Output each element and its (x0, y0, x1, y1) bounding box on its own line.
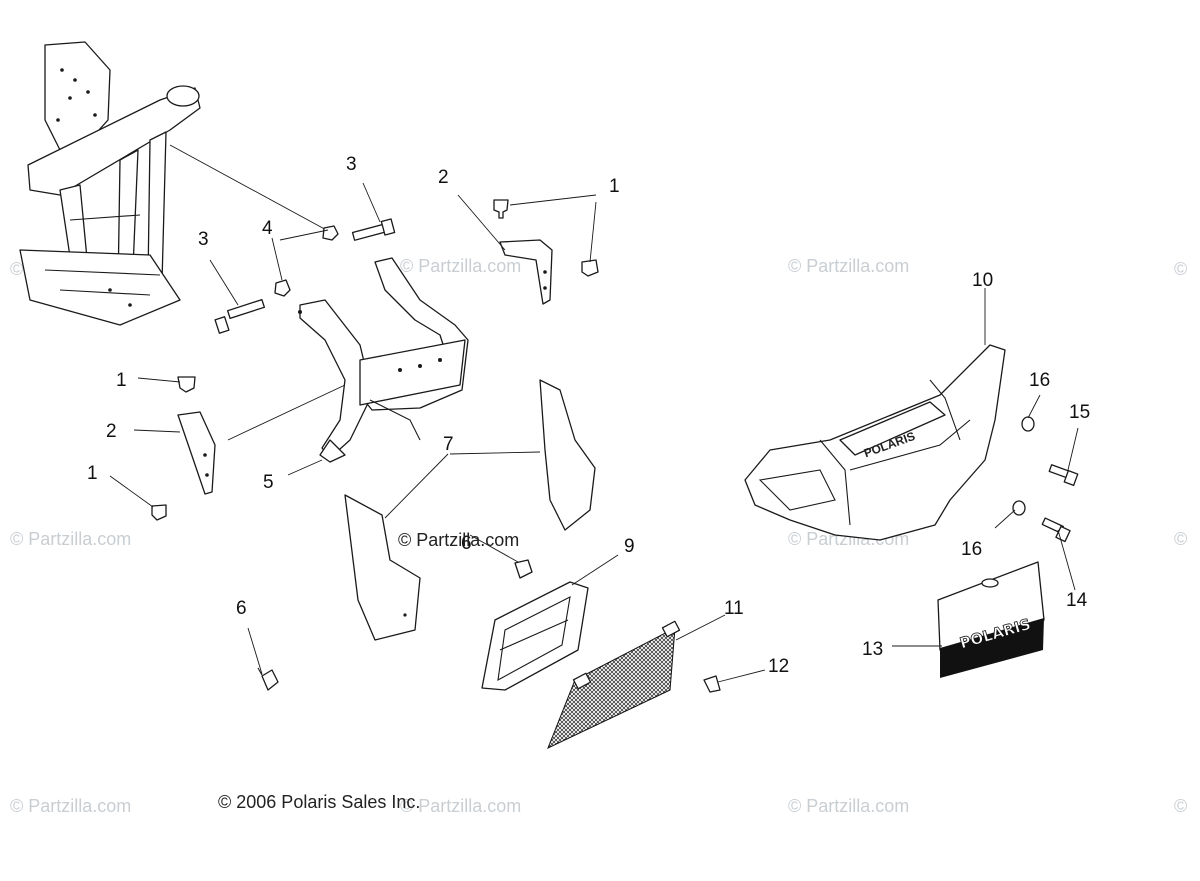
watermark-edge: © (1174, 529, 1187, 549)
bolt-14 (1041, 517, 1071, 543)
nut-4b (274, 279, 291, 297)
callout-2-upper: 2 (438, 167, 449, 188)
panel-7-left (344, 494, 421, 641)
center-watermark: © Partzilla.com (398, 530, 519, 550)
callout-4: 4 (262, 218, 273, 239)
front-rack-support (298, 257, 469, 463)
callout-14: 14 (1066, 590, 1088, 611)
callout-7: 7 (443, 434, 454, 455)
nut-4a (322, 225, 339, 241)
callout-5: 5 (263, 472, 274, 493)
callout-12: 12 (768, 656, 789, 677)
vehicle-frame (19, 41, 201, 326)
callout-3-lower: 3 (198, 229, 209, 250)
callout-1-mid: 1 (116, 370, 127, 391)
callout-1-upper: 1 (609, 176, 620, 197)
front-bumper-10: POLARIS (744, 344, 1006, 541)
watermark-layer: © Partzilla.com © Partzilla.com © Partzi… (10, 256, 1187, 816)
callout-3-upper: 3 (346, 154, 357, 175)
callout-13: 13 (862, 639, 883, 660)
grille-bracket-9 (481, 581, 589, 691)
callout-1-lower: 1 (87, 463, 98, 484)
watermark-edge: © (1174, 796, 1187, 816)
clip-1-upper (493, 199, 599, 277)
bolt-15 (1048, 464, 1079, 486)
nut-6-center (514, 559, 533, 579)
callout-11: 11 (724, 598, 744, 619)
callout-9: 9 (624, 536, 635, 557)
washer-16-upper (1021, 416, 1035, 432)
leader-lines (109, 182, 1079, 683)
watermark: © Partzilla.com (10, 796, 131, 816)
bracket-2-lower (177, 411, 216, 495)
screw-12 (703, 675, 721, 693)
watermark: © Partzilla.com (788, 796, 909, 816)
callout-6-lower: 6 (236, 598, 247, 619)
bracket-2-upper (499, 239, 553, 305)
callout-2-lower: 2 (106, 421, 117, 442)
watermark: © Partzilla.com (788, 256, 909, 276)
watermark: © Partzilla.com (400, 256, 521, 276)
callout-16-upper: 16 (1029, 370, 1050, 391)
clip-1-mid (177, 376, 196, 393)
watermark-edge: © (1174, 259, 1187, 279)
bolt-3-lower (214, 298, 266, 334)
name-plate-13: POLARIS (937, 561, 1045, 678)
screw-6-lower (257, 667, 279, 691)
watermark: © Partzilla.com (400, 796, 521, 816)
clip-1-lower (151, 504, 167, 521)
callout-numbers: 3 2 1 3 4 1 2 1 5 6 6 7 9 10 11 12 13 14… (87, 154, 1090, 677)
mesh-screen-11 (547, 620, 681, 749)
copyright-notice: © 2006 Polaris Sales Inc. (218, 792, 420, 812)
callout-16-lower: 16 (961, 539, 982, 560)
callout-6-center: 6 (461, 533, 472, 554)
callout-15: 15 (1069, 402, 1090, 423)
bolt-3-upper (351, 218, 396, 241)
panel-7-right (539, 379, 596, 531)
callout-10: 10 (972, 270, 993, 291)
washer-16-lower (1012, 500, 1026, 516)
leader-line (169, 144, 331, 233)
watermark: © Partzilla.com (10, 529, 131, 549)
